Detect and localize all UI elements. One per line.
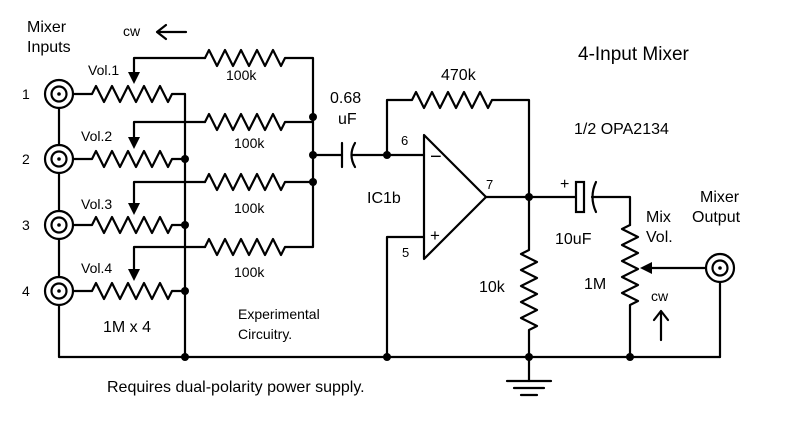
input-number-2: 2 bbox=[22, 151, 30, 167]
mixer-inputs-label-2: Inputs bbox=[27, 39, 71, 56]
output-jack bbox=[704, 252, 736, 359]
note-line-1: Experimental bbox=[238, 306, 320, 322]
mixer-inputs-label-1: Mixer bbox=[27, 19, 67, 36]
feedback-resistor bbox=[385, 90, 531, 199]
volume-pot-1 bbox=[71, 56, 207, 359]
output-cap-value: 10uF bbox=[555, 231, 592, 248]
pin-6-label: 6 bbox=[401, 133, 408, 148]
input-resistor-label-1: 100k bbox=[226, 67, 257, 83]
input-resistor-2 bbox=[203, 112, 315, 132]
feedback-resistor-label: 470k bbox=[441, 67, 477, 84]
input-jack-4 bbox=[43, 275, 75, 307]
input-resistor-1 bbox=[203, 48, 315, 119]
volume-pot-4 bbox=[71, 245, 207, 301]
output-capacitor bbox=[574, 180, 632, 227]
volume-label-3: Vol.3 bbox=[81, 196, 112, 212]
mix-pot-value: 1M bbox=[584, 276, 606, 293]
output-cap-plus: + bbox=[560, 176, 569, 193]
volume-pot-2 bbox=[71, 120, 207, 169]
cw-arrow-left-icon bbox=[155, 23, 188, 41]
pin-5-label: 5 bbox=[402, 245, 409, 260]
output-label-2: Output bbox=[692, 209, 741, 226]
opamp-minus-sign: − bbox=[430, 146, 442, 168]
input-jack-3 bbox=[43, 209, 75, 241]
opamp-part-label: 1/2 OPA2134 bbox=[574, 121, 669, 138]
input-jack-1 bbox=[43, 78, 75, 110]
op-amp bbox=[385, 133, 578, 359]
cw-label-top: cw bbox=[123, 23, 141, 39]
volume-label-2: Vol.2 bbox=[81, 128, 112, 144]
load-resistor bbox=[519, 195, 539, 359]
input-resistor-3 bbox=[203, 172, 315, 192]
volume-label-4: Vol.4 bbox=[81, 260, 112, 276]
output-label-1: Mixer bbox=[700, 189, 740, 206]
jack-shield-bus bbox=[57, 106, 722, 359]
pin-7-label: 7 bbox=[486, 177, 493, 192]
footer-note: Requires dual-polarity power supply. bbox=[107, 379, 365, 396]
note-line-2: Circuitry. bbox=[238, 326, 292, 342]
mix-pot-label-1: Mix bbox=[646, 209, 671, 226]
pot-spec-label: 1M x 4 bbox=[103, 319, 151, 336]
input-capacitor-value-1: 0.68 bbox=[330, 90, 361, 107]
input-resistor-label-4: 100k bbox=[234, 264, 265, 280]
ground-symbol bbox=[505, 355, 553, 397]
opamp-ref-label: IC1b bbox=[367, 190, 401, 207]
page-title: 4-Input Mixer bbox=[578, 44, 690, 65]
mix-pot-label-2: Vol. bbox=[646, 229, 673, 246]
input-jack-2 bbox=[43, 143, 75, 175]
input-number-3: 3 bbox=[22, 217, 30, 233]
mix-volume-pot bbox=[620, 223, 708, 359]
input-number-1: 1 bbox=[22, 86, 30, 102]
input-resistor-4 bbox=[203, 115, 315, 257]
opamp-plus-sign: + bbox=[430, 226, 440, 245]
volume-pot-3 bbox=[71, 180, 207, 235]
mix-pot-cw-label: cw bbox=[651, 288, 669, 304]
volume-label-1: Vol.1 bbox=[88, 62, 119, 78]
cw-arrow-up-icon bbox=[652, 309, 670, 342]
input-resistor-label-2: 100k bbox=[234, 135, 265, 151]
input-number-4: 4 bbox=[22, 283, 30, 299]
load-resistor-label: 10k bbox=[479, 279, 506, 296]
input-capacitor-value-2: uF bbox=[338, 111, 357, 128]
input-resistor-label-3: 100k bbox=[234, 200, 265, 216]
